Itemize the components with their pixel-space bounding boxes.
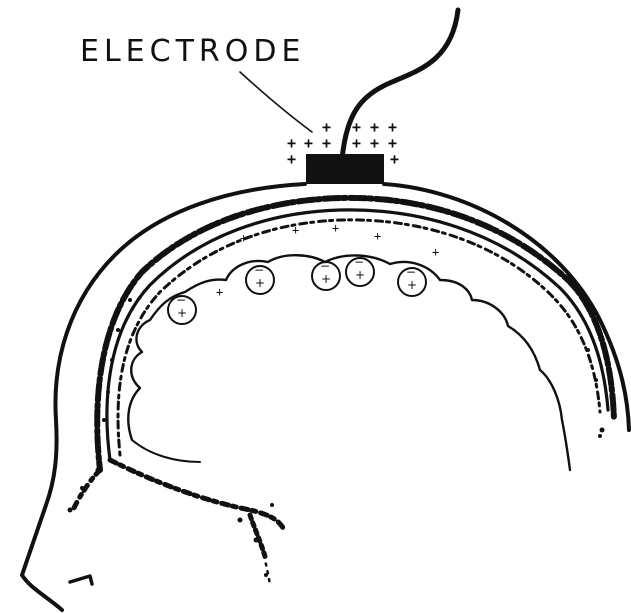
- neuron-2: − +: [246, 263, 274, 294]
- brain-sulcus-1: [132, 440, 200, 462]
- svg-text:+: +: [407, 278, 417, 292]
- neuron-3: − +: [312, 259, 340, 290]
- svg-text:+: +: [352, 134, 361, 152]
- svg-text:−: −: [354, 255, 364, 269]
- electrode-leader-line: [240, 72, 312, 132]
- svg-text:+: +: [177, 306, 187, 320]
- jaw-stipple: [250, 515, 266, 560]
- svg-text:+: +: [332, 221, 339, 235]
- svg-text:+: +: [374, 229, 381, 243]
- svg-text:−: −: [254, 263, 264, 277]
- neuron-5: − +: [398, 265, 426, 296]
- scalp-outline-right: [384, 184, 629, 430]
- svg-text:+: +: [390, 150, 399, 168]
- svg-text:−: −: [176, 293, 186, 307]
- skull-base-stipple: [110, 460, 284, 530]
- svg-text:+: +: [321, 272, 331, 286]
- svg-text:+: +: [432, 245, 439, 259]
- electrode-disc: [306, 154, 384, 184]
- svg-text:+: +: [355, 268, 365, 282]
- skull-lower-stipple: [72, 470, 100, 512]
- svg-text:+: +: [370, 134, 379, 152]
- svg-text:+: +: [292, 223, 299, 237]
- svg-text:+: +: [216, 285, 223, 299]
- svg-text:+: +: [287, 150, 296, 168]
- neuron-4: − +: [346, 255, 374, 286]
- svg-text:+: +: [304, 134, 313, 152]
- svg-text:−: −: [406, 265, 416, 279]
- svg-text:+: +: [322, 134, 331, 152]
- nose-mark: [70, 576, 92, 584]
- svg-text:+: +: [255, 276, 265, 290]
- skull-outer-line: [97, 198, 614, 470]
- svg-text:+: +: [240, 231, 247, 245]
- skull-inner-line: [107, 210, 608, 460]
- svg-text:−: −: [320, 259, 330, 273]
- brain-outline: [128, 255, 570, 470]
